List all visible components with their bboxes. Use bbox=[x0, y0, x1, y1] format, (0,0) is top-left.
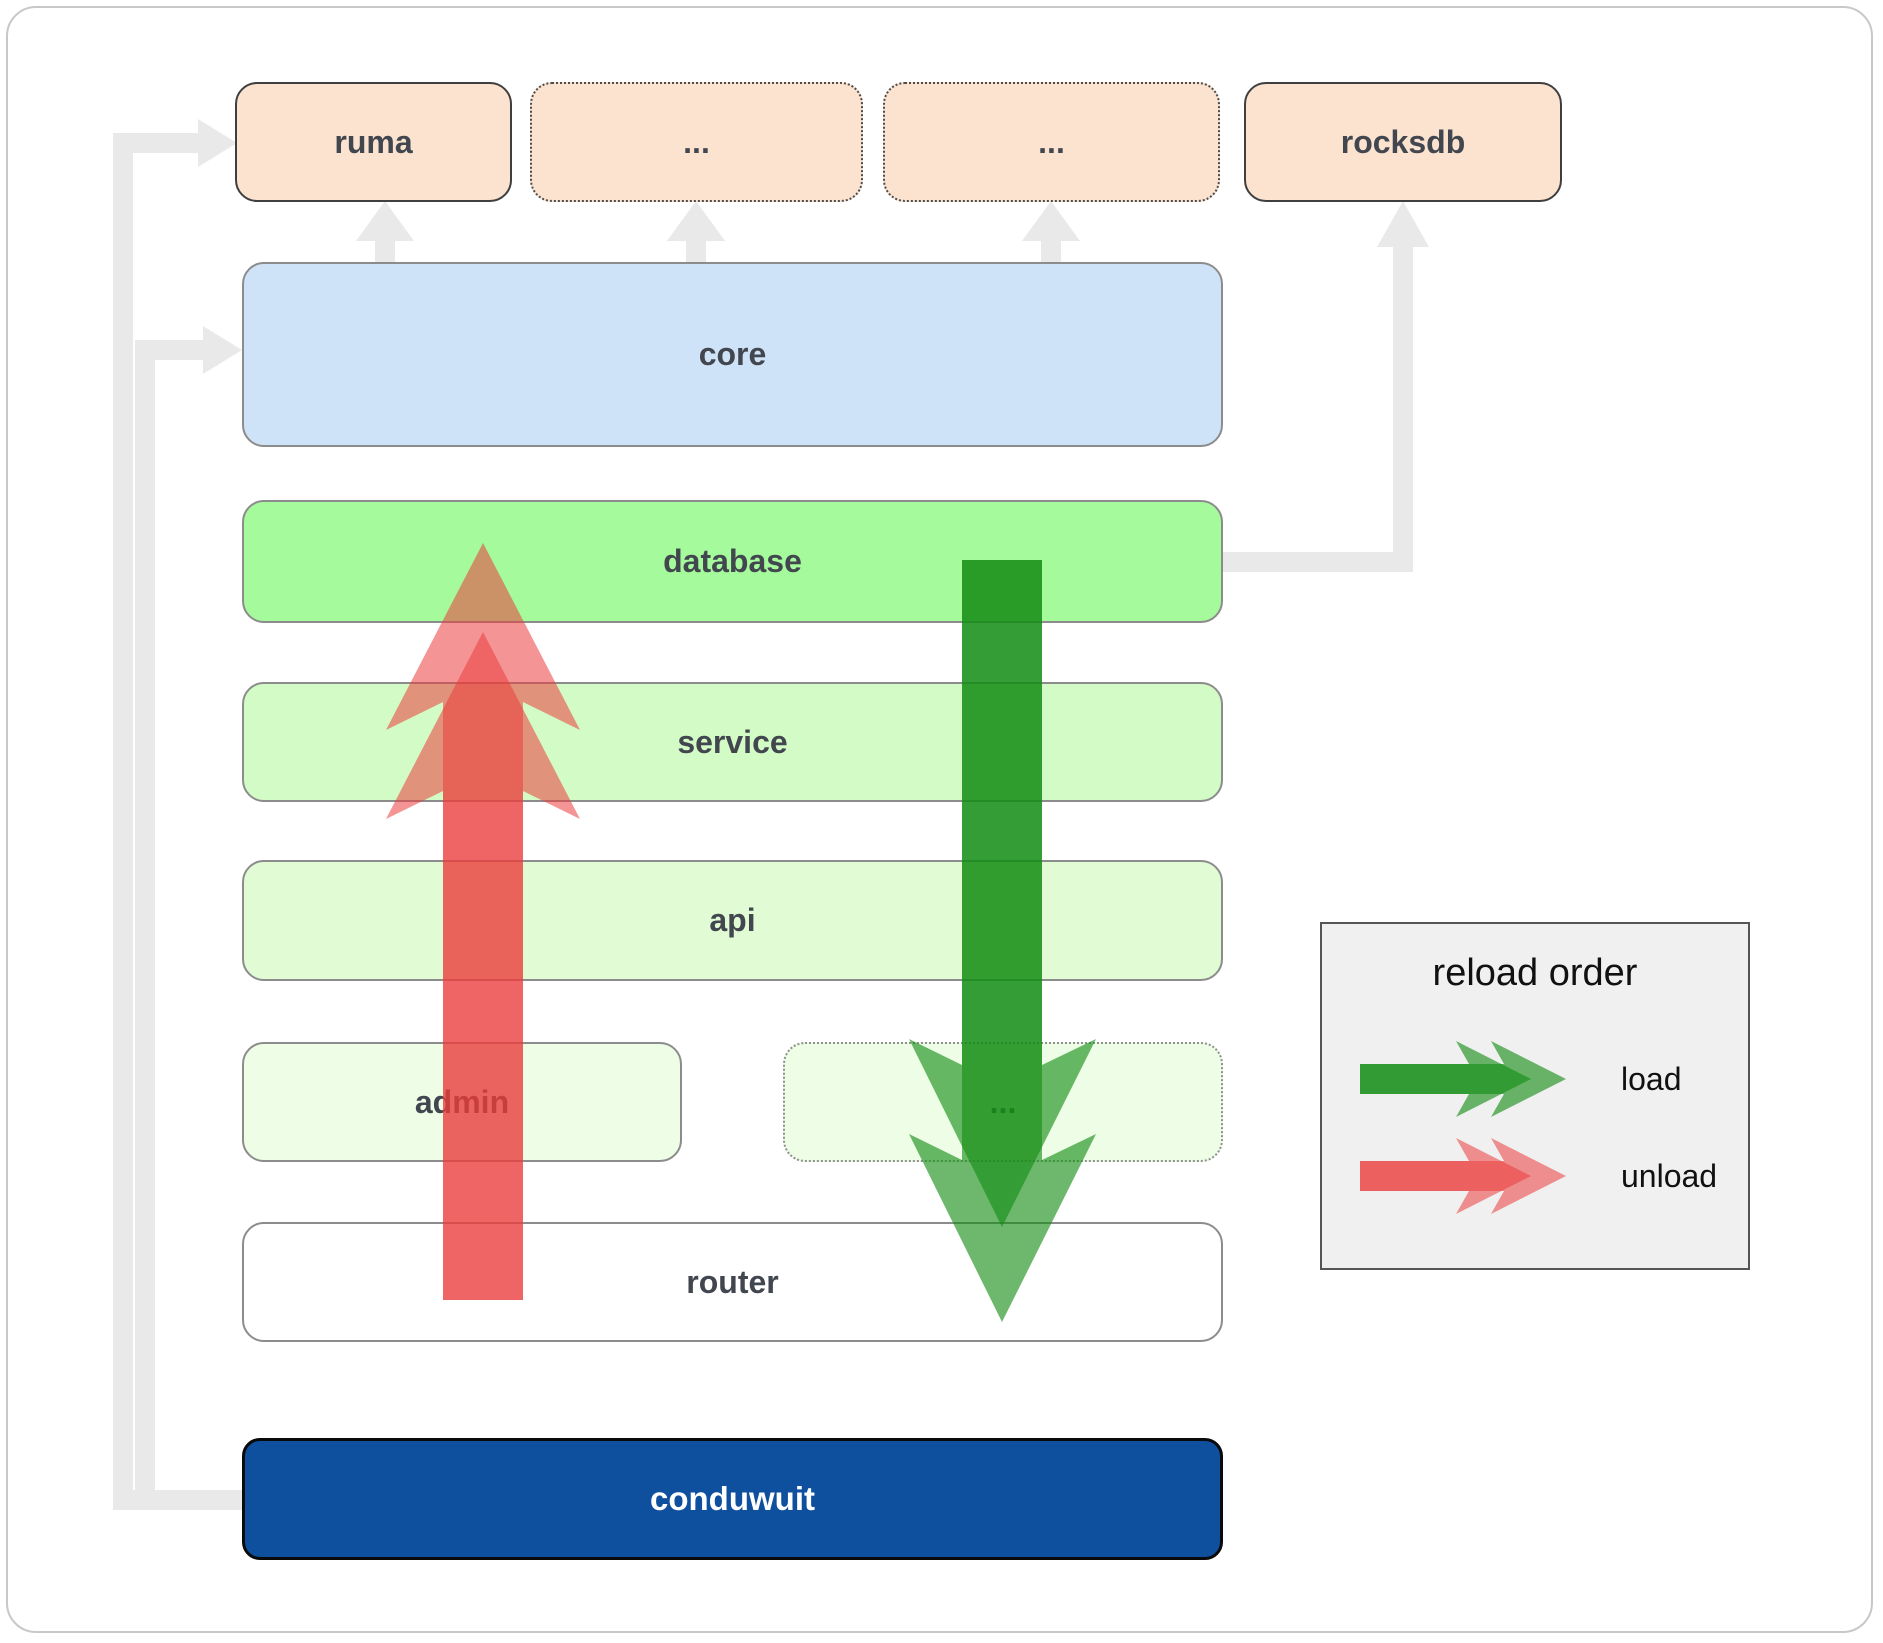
box-rocksdb: rocksdb bbox=[1244, 82, 1562, 202]
legend-unload-label: unload bbox=[1621, 1157, 1718, 1194]
box-database: database bbox=[242, 500, 1223, 623]
box-ellipsis-2: ... bbox=[883, 82, 1220, 202]
box-ruma: ruma bbox=[235, 82, 512, 202]
box-core: core bbox=[242, 262, 1223, 447]
box-core-label: core bbox=[698, 336, 767, 372]
box-router-label: router bbox=[686, 1263, 779, 1300]
box-ellipsis-2-label: ... bbox=[1038, 123, 1065, 160]
legend: reload order load unload bbox=[1320, 922, 1750, 1270]
arrow-core-ellipsis-1 bbox=[667, 201, 725, 264]
unload-arrow-short bbox=[386, 632, 580, 1300]
box-rocksdb-label: rocksdb bbox=[1340, 123, 1466, 160]
box-database-label: database bbox=[663, 543, 802, 579]
box-api: api bbox=[242, 860, 1223, 981]
outer-frame bbox=[6, 6, 1873, 1633]
load-arrow-short bbox=[909, 560, 1096, 1227]
arrow-core-ruma bbox=[356, 201, 414, 264]
box-service-label: service bbox=[677, 723, 788, 760]
box-ellipsis-1-label: ... bbox=[683, 123, 710, 160]
legend-load-row: load bbox=[1354, 1029, 1682, 1129]
box-api-label: api bbox=[709, 902, 756, 938]
box-ruma-label: ruma bbox=[334, 123, 413, 160]
load-arrow-icon bbox=[1360, 1041, 1566, 1117]
box-ellipsis-1: ... bbox=[530, 82, 863, 202]
connector-conduwuit-core bbox=[135, 326, 242, 1500]
unload-arrow-icon bbox=[1360, 1138, 1566, 1214]
legend-title: reload order bbox=[1432, 952, 1638, 994]
box-conduwuit: conduwuit bbox=[242, 1438, 1223, 1560]
legend-load-label: load bbox=[1621, 1060, 1682, 1097]
box-router: router bbox=[242, 1222, 1223, 1342]
arrow-core-ellipsis-2 bbox=[1022, 201, 1080, 264]
legend-unload-row: unload bbox=[1354, 1126, 1717, 1226]
connector-conduwuit-ruma bbox=[113, 119, 242, 1510]
box-conduwuit-label: conduwuit bbox=[650, 1480, 815, 1517]
connector-database-rocksdb bbox=[1223, 201, 1429, 572]
